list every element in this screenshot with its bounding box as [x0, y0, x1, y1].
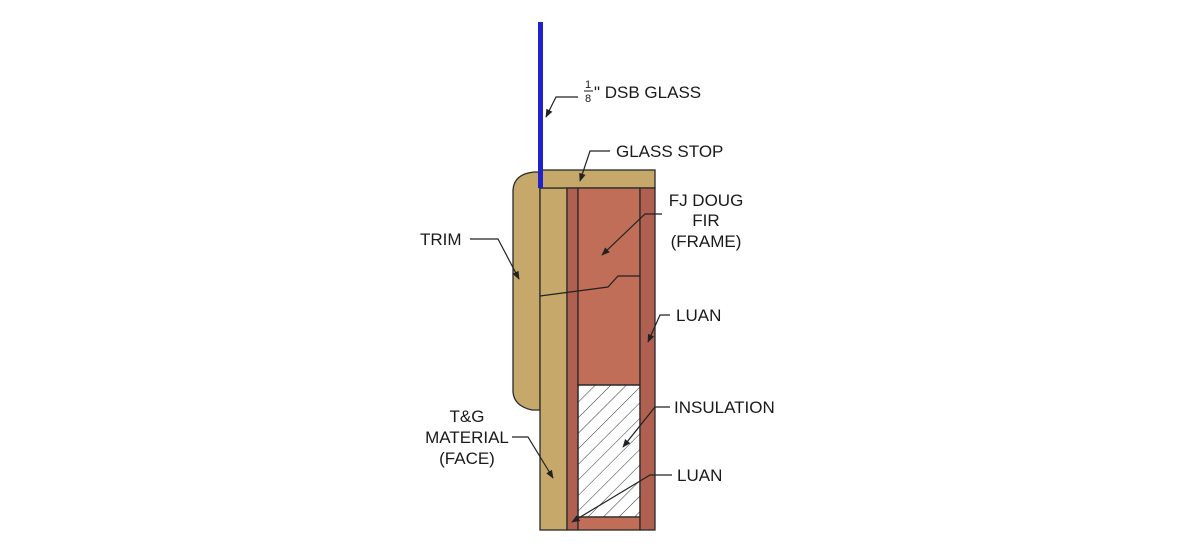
- glass-fraction-numerator: 1: [585, 79, 591, 91]
- glass-stop-label: GLASS STOP: [616, 142, 723, 161]
- frame-leader: [601, 213, 662, 256]
- dsb-glass-pane: [538, 22, 543, 188]
- glass-fraction-denominator: 8: [585, 93, 591, 105]
- trim-profile: [512, 171, 541, 411]
- glass-label: " DSB GLASS: [594, 83, 701, 102]
- frame-label-line3: (FRAME): [671, 232, 742, 251]
- joint-line: [539, 275, 640, 297]
- glass-leader: [545, 96, 578, 118]
- insulation-label: INSULATION: [674, 398, 775, 417]
- insulation-block: [577, 384, 641, 518]
- glass-stop: [539, 169, 656, 189]
- tg-leader: [512, 436, 554, 479]
- tg-face-board: [539, 187, 568, 531]
- luan-upper-leader: [647, 314, 670, 343]
- luan-upper-label: LUAN: [676, 306, 721, 325]
- insulation-leader: [622, 406, 670, 448]
- frame-bottom-rail: [577, 516, 641, 531]
- luan-lower-leader: [571, 474, 672, 523]
- frame-label-line2: FIR: [692, 211, 719, 230]
- trim-label: TRIM: [420, 230, 462, 249]
- luan-right-panel: [639, 187, 656, 531]
- luan-left-panel: [566, 187, 579, 531]
- trim-leader: [470, 238, 520, 280]
- tg-label-line1: T&G: [450, 407, 485, 426]
- tg-label-line2: MATERIAL: [425, 428, 509, 447]
- luan-lower-label: LUAN: [677, 466, 722, 485]
- tg-label-line3: (FACE): [439, 449, 495, 468]
- glass-stop-leader: [579, 150, 610, 182]
- frame-label-line1: FJ DOUG: [669, 191, 744, 210]
